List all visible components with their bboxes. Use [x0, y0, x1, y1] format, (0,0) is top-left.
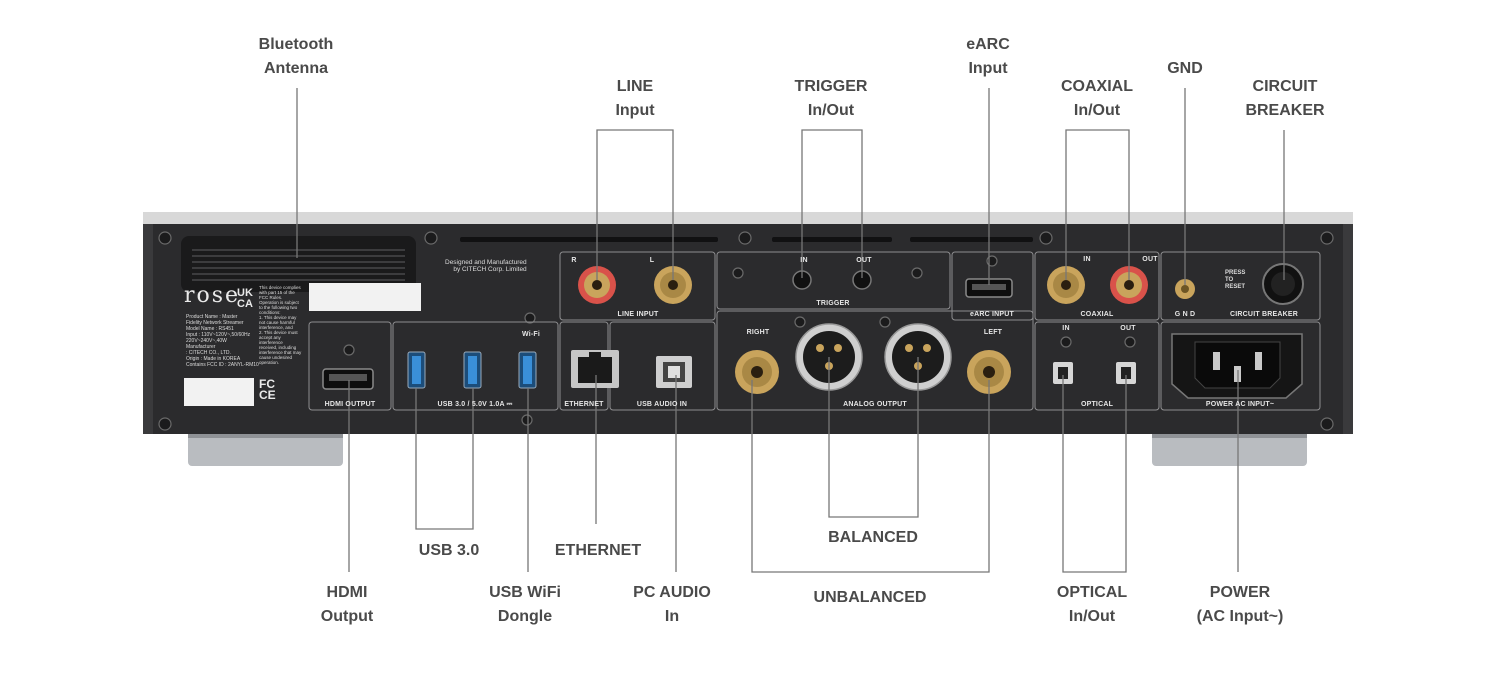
- gnd-label: G N D: [1174, 311, 1196, 318]
- trigger-jacks: [792, 270, 872, 290]
- coaxial-label: COAXIAL: [1080, 311, 1114, 318]
- ethernet-port: [571, 350, 619, 388]
- line-input-label: LINE INPUT: [617, 311, 659, 318]
- right-label: RIGHT: [746, 329, 770, 336]
- screws: [158, 231, 1334, 431]
- callout-power: POWER(AC Input~): [1196, 584, 1284, 625]
- usb-audio-in-port: [656, 356, 692, 388]
- trigger-in-label: IN: [800, 257, 808, 264]
- trigger-label: TRIGGER: [816, 300, 850, 307]
- usb-label: USB 3.0 / 5.0V 1.0A ⎓: [437, 401, 513, 408]
- usb-audio-in-label: USB AUDIO IN: [636, 401, 688, 408]
- circuit-breaker-button: [1262, 263, 1304, 305]
- optical-ports: [1053, 362, 1136, 384]
- earc-input-label: eARC INPUT: [969, 311, 1015, 318]
- optical-out-label: OUT: [1120, 325, 1136, 332]
- hdmi-output-port: [322, 368, 374, 390]
- callout-usb30: USB 3.0: [418, 542, 480, 559]
- optical-in-label: IN: [1062, 325, 1070, 332]
- hdmi-output-label: HDMI OUTPUT: [324, 401, 376, 408]
- leader-lines: [296, 88, 1285, 573]
- serial-sticker: [309, 283, 421, 311]
- line-r-label: R: [571, 257, 577, 264]
- power-ac-inlet: [1171, 333, 1303, 399]
- coaxial-jacks: [1047, 266, 1148, 304]
- analog-output-label: ANALOG OUTPUT: [843, 401, 907, 408]
- callout-ethernet: ETHERNET: [554, 542, 642, 559]
- ethernet-label: ETHERNET: [564, 401, 604, 408]
- power-ac-input-label: POWER AC INPUT~: [1205, 401, 1275, 408]
- gnd-terminal: [1175, 279, 1195, 299]
- optical-label: OPTICAL: [1080, 401, 1114, 408]
- line-input-jacks: [578, 266, 692, 304]
- callout-gnd: GND: [1167, 60, 1203, 77]
- wifi-label: Wi-Fi: [521, 331, 541, 338]
- coax-in-label: IN: [1083, 256, 1091, 263]
- callout-balanced: BALANCED: [828, 529, 918, 546]
- coax-out-label: OUT: [1142, 256, 1158, 263]
- bluetooth-antenna: [181, 236, 416, 292]
- trigger-out-label: OUT: [856, 257, 872, 264]
- chassis-top: [143, 212, 1353, 226]
- brand-logo: rose: [184, 283, 241, 308]
- section-outlines: [308, 251, 1321, 411]
- circuit-breaker-label: CIRCUIT BREAKER: [1230, 311, 1298, 318]
- callout-unbalanced: UNBALANCED: [813, 589, 927, 606]
- line-l-label: L: [649, 257, 655, 264]
- barcode-sticker: [184, 378, 254, 406]
- left-label: LEFT: [983, 329, 1003, 336]
